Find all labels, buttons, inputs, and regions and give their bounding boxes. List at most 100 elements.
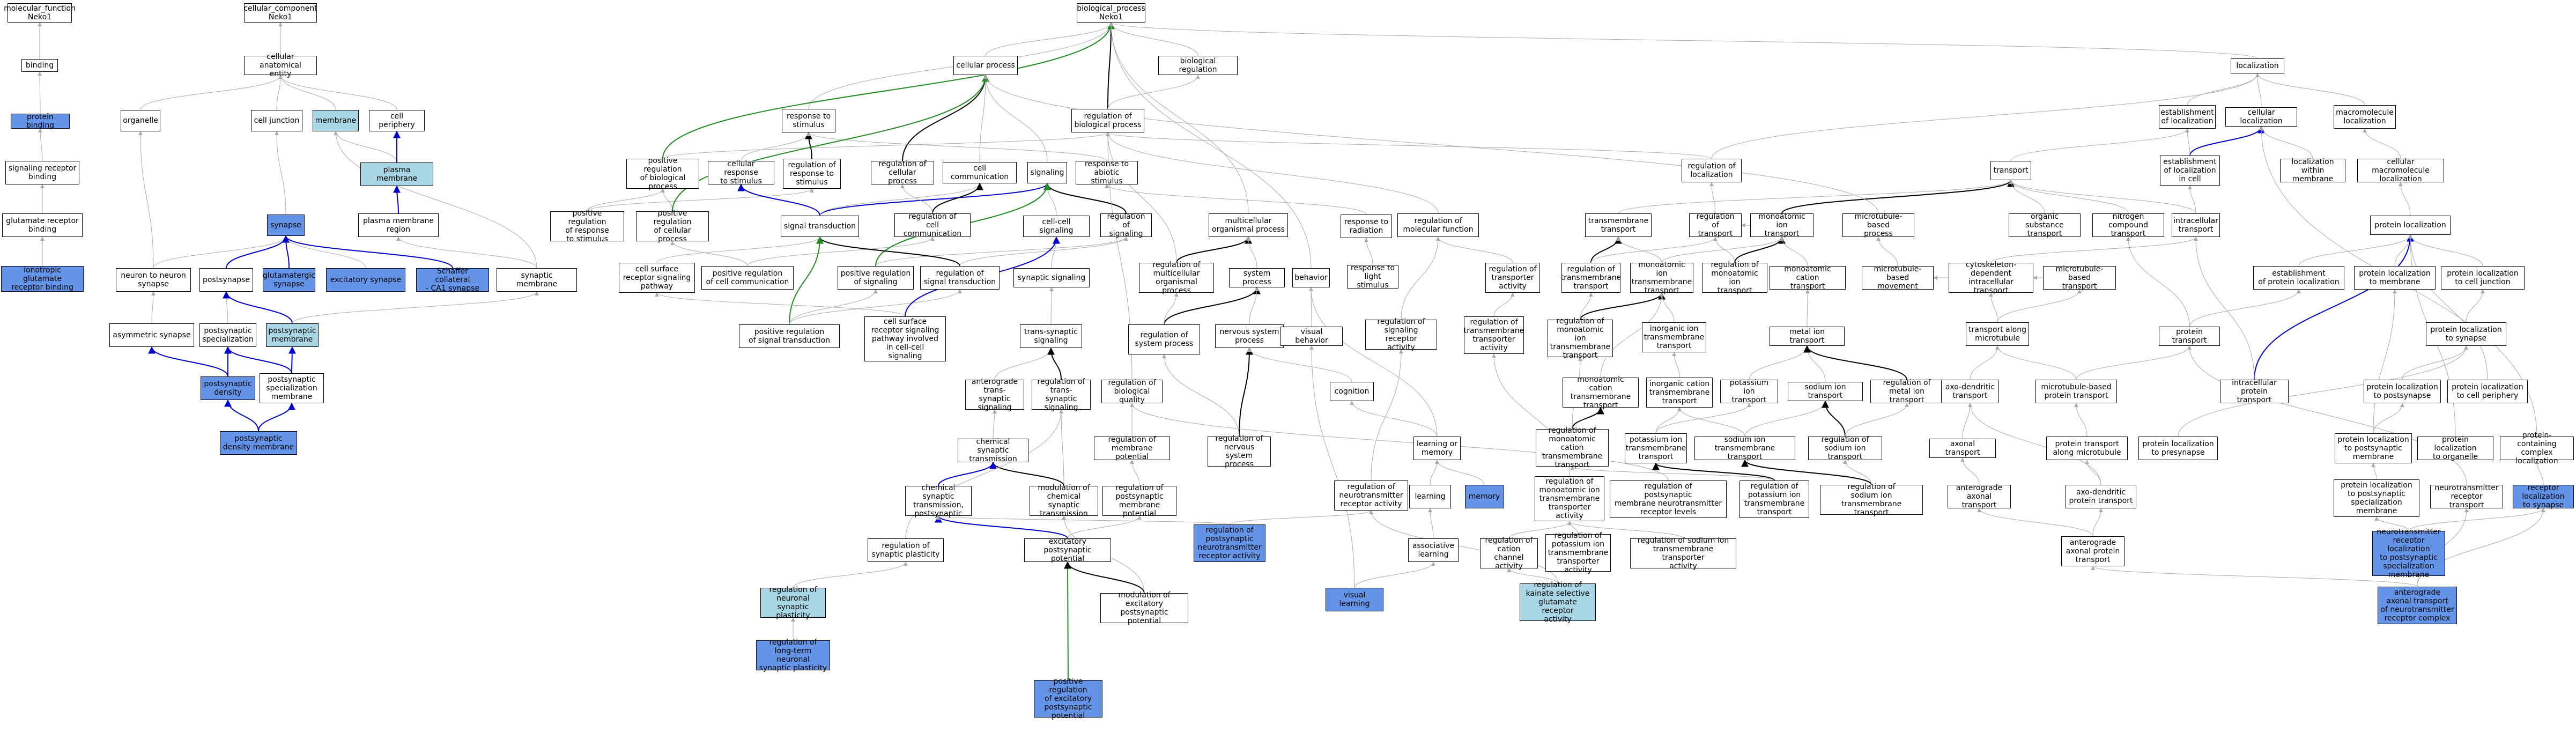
node-cytoskeleton-dependent-intracellular-transport[interactable]: cytoskeleton-dependent intracellular tra… xyxy=(1949,261,2033,295)
node-regulation-of-molecular-function[interactable]: regulation of molecular function xyxy=(1397,213,1479,237)
node-cell-cell-signaling[interactable]: cell-cell signaling xyxy=(1023,216,1090,237)
node-excitatory-postsynaptic-potential[interactable]: excitatory postsynaptic potential xyxy=(1024,537,1111,563)
node-response-to-radiation[interactable]: response to radiation xyxy=(1341,215,1392,238)
node-regulation-of-localization[interactable]: regulation of localization xyxy=(1682,159,1742,182)
node-regulation-of-monoatomic-ion-transmembrane-transport[interactable]: regulation of monoatomic ion transmembra… xyxy=(1548,317,1613,360)
node-signaling-receptor-binding[interactable]: signaling receptor binding xyxy=(5,161,79,184)
node-sodium-ion-transport[interactable]: sodium ion transport xyxy=(1788,382,1863,401)
node-macromolecule-localization[interactable]: macromolecule localization xyxy=(2334,105,2396,129)
node-establishment-of-localization-in-cell[interactable]: establishment of localization in cell xyxy=(2160,156,2220,186)
node-inorganic-cation-transmembrane-transport[interactable]: inorganic cation transmembrane transport xyxy=(1646,378,1713,408)
node-positive-regulation-of-excitatory-postsynaptic-potential[interactable]: positive regulation of excitatory postsy… xyxy=(1034,677,1102,720)
node-synaptic-membrane[interactable]: synaptic membrane xyxy=(497,268,577,292)
node-regulation-of-long-term-neuronal-synaptic-plasticity[interactable]: regulation of long-term neuronal synapti… xyxy=(756,638,830,672)
node-multicellular-organismal-process[interactable]: multicellular organismal process xyxy=(1209,213,1288,237)
node-memory[interactable]: memory xyxy=(1465,485,1504,508)
node-plasma-membrane[interactable]: plasma membrane xyxy=(360,162,433,186)
node-positive-regulation-of-cell-communication[interactable]: positive regulation of cell communicatio… xyxy=(701,266,794,290)
node-cell-periphery[interactable]: cell periphery xyxy=(369,110,425,131)
node-regulation-of-cell-communication[interactable]: regulation of cell communication xyxy=(894,212,971,238)
node-intracellular-protein-transport[interactable]: intracellular protein transport xyxy=(2220,379,2289,404)
node-cognition[interactable]: cognition xyxy=(1330,382,1374,401)
node-cell-communication[interactable]: cell communication xyxy=(943,162,1017,183)
node-visual-learning[interactable]: visual learning xyxy=(1326,588,1383,611)
node-neuron-to-neuron-synapse[interactable]: neuron to neuron synapse xyxy=(116,268,191,292)
node-regulation-of-trans-synaptic-signaling[interactable]: regulation of trans-synaptic signaling xyxy=(1032,378,1091,412)
node-trans-synaptic-signaling[interactable]: trans-synaptic signaling xyxy=(1020,324,1082,348)
node-positive-regulation-of-signaling[interactable]: positive regulation of signaling xyxy=(838,266,914,290)
node-signal-transduction[interactable]: signal transduction xyxy=(781,216,859,237)
node-monoatomic-ion-transport[interactable]: monoatomic ion transport xyxy=(1750,212,1813,238)
node-chemical-synaptic-transmission-postsynaptic[interactable]: chemical synaptic transmission, postsyna… xyxy=(905,484,972,518)
node-regulation-of-cation-channel-activity[interactable]: regulation of cation channel activity xyxy=(1480,536,1538,571)
node-regulation-of-system-process[interactable]: regulation of system process xyxy=(1128,324,1200,354)
node-regulation-of-potassium-ion-transmembrane-transport[interactable]: regulation of potassium ion transmembran… xyxy=(1739,480,1809,518)
node-transport-along-microtubule[interactable]: transport along microtubule xyxy=(1966,322,2029,346)
node-positive-regulation-of-response-to-stimulus[interactable]: positive regulation of response to stimu… xyxy=(550,209,624,243)
node-regulation-of-monoatomic-cation-transmembrane-transport[interactable]: regulation of monoatomic cation transmem… xyxy=(1536,426,1609,469)
node-learning-or-memory[interactable]: learning or memory xyxy=(1413,437,1461,460)
node-monoatomic-cation-transport[interactable]: monoatomic cation transport xyxy=(1770,265,1846,291)
node-regulation-of-sodium-ion-transport[interactable]: regulation of sodium ion transport xyxy=(1808,435,1882,461)
node-intracellular-transport[interactable]: intracellular transport xyxy=(2172,213,2220,237)
node-positive-regulation-of-cellular-process[interactable]: positive regulation of cellular process xyxy=(636,209,709,243)
node-visual-behavior[interactable]: visual behavior xyxy=(1280,327,1343,346)
node-protein-localization[interactable]: protein localization xyxy=(2370,216,2451,235)
node-response-to-light-stimulus[interactable]: response to light stimulus xyxy=(1347,264,1398,290)
node-regulation-of-cellular-process[interactable]: regulation of cellular process xyxy=(871,160,934,186)
node-protein-localization-to-postsynapse[interactable]: protein localization to postsynapse xyxy=(2364,380,2441,403)
node-modulation-of-excitatory-postsynaptic-potential[interactable]: modulation of excitatory postsynaptic po… xyxy=(1100,591,1188,625)
node-membrane[interactable]: membrane xyxy=(313,110,359,131)
node-localization-within-membrane[interactable]: localization within membrane xyxy=(2280,158,2345,183)
node-microtubule-based-movement[interactable]: microtubule-based movement xyxy=(1862,265,1934,291)
node-cell-surface-receptor-signaling-pathway[interactable]: cell surface receptor signaling pathway xyxy=(619,263,695,293)
node-microtubule-based-transport[interactable]: microtubule-based transport xyxy=(2043,265,2116,291)
node-monoatomic-ion-transmembrane-transport[interactable]: monoatomic ion transmembrane transport xyxy=(1630,261,1693,295)
node-regulation-of-neurotransmitter-receptor-activity[interactable]: regulation of neurotransmitter receptor … xyxy=(1334,480,1408,511)
node-inorganic-ion-transmembrane-transport[interactable]: inorganic ion transmembrane transport xyxy=(1642,322,1706,352)
node-response-to-stimulus[interactable]: response to stimulus xyxy=(782,109,835,132)
node-regulation-of-kainate-selective-glutamate-receptor-activity[interactable]: regulation of kainate selective glutamat… xyxy=(1520,581,1596,624)
node-cell-junction[interactable]: cell junction xyxy=(251,110,302,131)
node-localization[interactable]: localization xyxy=(2231,58,2284,73)
node-regulation-of-signaling-receptor-activity[interactable]: regulation of signaling receptor activit… xyxy=(1365,317,1437,352)
node-regulation-of-sodium-ion-transmembrane-transport[interactable]: regulation of sodium ion transmembrane t… xyxy=(1820,483,1923,517)
node-regulation-of-biological-process[interactable]: regulation of biological process xyxy=(1071,109,1144,132)
node-microtubule-based-process[interactable]: microtubule-based process xyxy=(1842,212,1914,238)
node-regulation-of-postsynaptic-membrane-potential[interactable]: regulation of postsynaptic membrane pote… xyxy=(1102,484,1176,518)
node-protein-localization-to-presynapse[interactable]: protein localization to presynapse xyxy=(2138,437,2218,460)
node-response-to-abiotic-stimulus[interactable]: response to abiotic stimulus xyxy=(1076,160,1138,186)
node-regulation-of-nervous-system-process[interactable]: regulation of nervous system process xyxy=(1208,434,1271,469)
node-learning[interactable]: learning xyxy=(1409,485,1451,508)
node-cellular-response-to-stimulus[interactable]: cellular response to stimulus xyxy=(708,160,774,186)
node-regulation-of-metal-ion-transport[interactable]: regulation of metal ion transport xyxy=(1870,379,1943,404)
node-potassium-ion-transmembrane-transport[interactable]: potassium ion transmembrane transport xyxy=(1625,433,1687,463)
node-regulation-of-postsynaptic-membrane-neurotransmitter-receptor-levels[interactable]: regulation of postsynaptic membrane neur… xyxy=(1610,480,1727,518)
node-protein-localization-to-organelle[interactable]: protein localization to organelle xyxy=(2417,435,2493,461)
node-regulation-of-biological-quality[interactable]: regulation of biological quality xyxy=(1101,379,1163,404)
node-cellular-anatomical-entity[interactable]: cellular anatomical entity xyxy=(244,53,317,78)
node-regulation-of-signal-transduction[interactable]: regulation of signal transduction xyxy=(920,266,1000,290)
node-regulation-of-synaptic-plasticity[interactable]: regulation of synaptic plasticity xyxy=(868,538,944,562)
node-synapse[interactable]: synapse xyxy=(267,215,305,236)
node-regulation-of-neuronal-synaptic-plasticity[interactable]: regulation of neuronal synaptic plastici… xyxy=(760,586,826,620)
node-protein-localization-to-postsynaptic-membrane[interactable]: protein localization to postsynaptic mem… xyxy=(2335,433,2412,463)
node-system-process[interactable]: system process xyxy=(1229,268,1285,287)
node-regulation-of-postsynaptic-neurotransmitter-receptor-activity[interactable]: regulation of postsynaptic neurotransmit… xyxy=(1194,524,1265,562)
node-binding[interactable]: binding xyxy=(21,59,58,72)
node-biological-process[interactable]: biological_process Neko1 xyxy=(1077,3,1145,23)
node-regulation-of-transmembrane-transporter-activity[interactable]: regulation of transmembrane transporter … xyxy=(1464,316,1524,354)
node-regulation-of-transmembrane-transport[interactable]: regulation of transmembrane transport xyxy=(1561,263,1621,293)
node-protein-localization-to-cell-junction[interactable]: protein localization to cell junction xyxy=(2441,266,2525,290)
node-regulation-of-response-to-stimulus[interactable]: regulation of response to stimulus xyxy=(783,159,841,189)
node-protein-transport[interactable]: protein transport xyxy=(2159,327,2220,346)
node-postsynaptic-density[interactable]: postsynaptic density xyxy=(201,376,255,400)
node-microtubule-based-protein-transport[interactable]: microtubule-based protein transport xyxy=(2035,380,2117,403)
node-regulation-of-sodium-ion-transmembrane-transporter-activity[interactable]: regulation of sodium ion transmembrane t… xyxy=(1630,536,1736,571)
node-nervous-system-process[interactable]: nervous system process xyxy=(1215,324,1284,348)
node-regulation-of-membrane-potential[interactable]: regulation of membrane potential xyxy=(1094,435,1170,461)
node-regulation-of-monoatomic-ion-transport[interactable]: regulation of monoatomic ion transport xyxy=(1702,261,1767,295)
node-cellular-component[interactable]: cellular_component Neko1 xyxy=(243,3,317,23)
node-regulation-of-monoatomic-ion-transmembrane-transporter-activity[interactable]: regulation of monoatomic ion transmembra… xyxy=(1535,476,1604,521)
node-regulation-of-signaling[interactable]: regulation of signaling xyxy=(1100,212,1152,238)
